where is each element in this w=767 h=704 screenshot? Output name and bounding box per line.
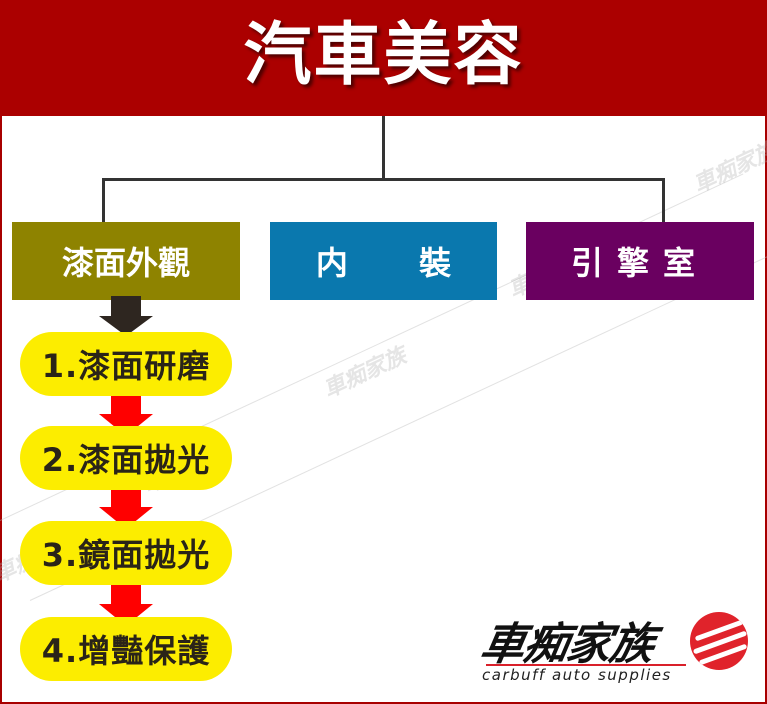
logo-english-text: carbuff auto supplies — [482, 666, 672, 684]
logo-underline — [486, 664, 686, 666]
step-1-polishing-sanding: 1.漆面研磨 — [20, 332, 232, 396]
diagram-title: 汽車美容 — [243, 16, 524, 95]
header-banner: 汽車美容 — [0, 0, 767, 116]
connector-left — [102, 178, 105, 222]
logo-globe-icon — [690, 612, 748, 670]
arrow-down-icon — [99, 296, 153, 336]
step-4-gloss-protection: 4.增豔保護 — [20, 617, 232, 681]
category-paint-exterior: 漆面外觀 — [12, 222, 240, 300]
step-2-paint-polish: 2.漆面拋光 — [20, 426, 232, 490]
connector-bar — [102, 178, 665, 181]
step-3-mirror-polish: 3.鏡面拋光 — [20, 521, 232, 585]
connector-right — [662, 178, 665, 222]
category-interior: 内 裝 — [270, 222, 497, 300]
connector-trunk — [382, 116, 385, 180]
logo-chinese-text: 車痴家族 — [476, 619, 658, 670]
category-engine-bay: 引擎室 — [526, 222, 754, 300]
brand-logo: 車痴家族 carbuff auto supplies — [477, 608, 752, 688]
